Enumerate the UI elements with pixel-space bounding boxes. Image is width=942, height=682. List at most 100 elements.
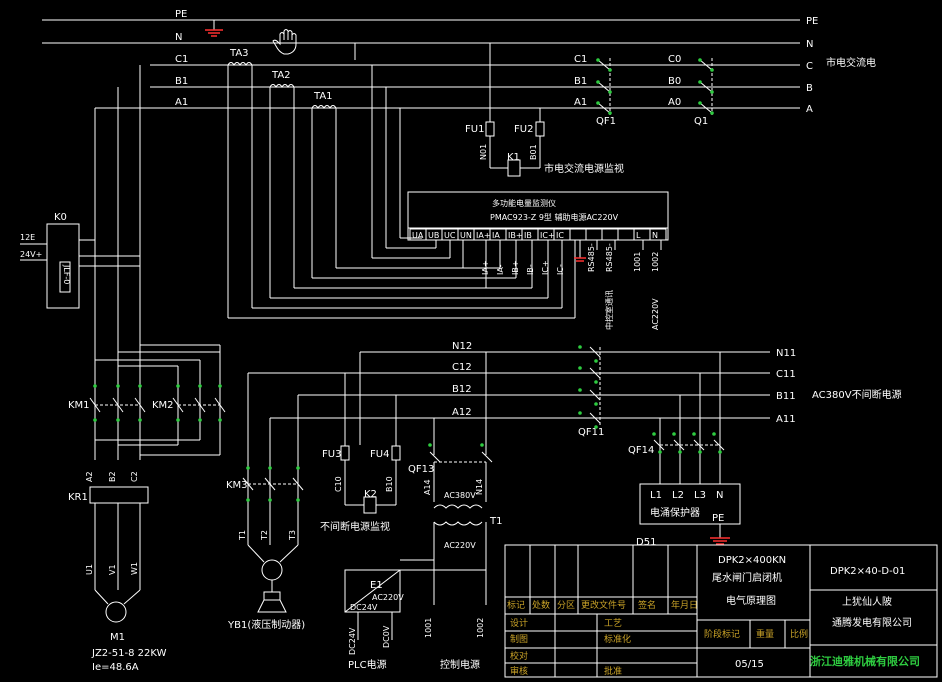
meter-terminal-label: IC <box>556 231 564 240</box>
relay-k2-name: K2 <box>364 489 377 500</box>
bus-label-n: N <box>175 32 182 43</box>
qf13-wire-2: N14 <box>475 479 484 495</box>
qf1-c1: C1 <box>574 54 587 65</box>
ups-qf11: QF11 <box>578 427 604 438</box>
ct-ta3: TA3 <box>229 48 249 59</box>
junction-node <box>480 443 484 447</box>
junction-node <box>658 450 662 454</box>
transformer-t1-wiring <box>344 352 493 640</box>
bus-end-pe: PE <box>806 16 818 27</box>
breaker-qf13: QF13 <box>408 464 434 475</box>
junction-node <box>578 366 582 370</box>
km-contactor-wiring <box>89 65 226 623</box>
tb-client-1: 上犹仙人陂 <box>842 595 892 608</box>
tb-client-2: 通腾发电有限公司 <box>832 616 912 629</box>
relay-k0-box <box>20 108 141 460</box>
psu-e1-dc: DC24V <box>350 603 378 612</box>
junction-node <box>198 418 202 422</box>
meter-n-wire: 1002 <box>651 252 660 272</box>
ups-a11: A11 <box>776 414 796 425</box>
ct-ta2: TA2 <box>271 70 291 81</box>
surge-pe: PE <box>712 513 724 524</box>
meter-terminal-label: L <box>636 231 641 240</box>
junction-node <box>296 466 300 470</box>
bus-end-c: C <box>806 61 813 72</box>
k0-in-24v: 24V+ <box>20 250 42 259</box>
ups-c12: C12 <box>452 362 472 373</box>
meter-current-label: IC+ <box>541 260 550 275</box>
junction-node <box>93 384 97 388</box>
meter-current-label: IC- <box>556 264 565 275</box>
meter-current-label: IB+ <box>511 260 520 275</box>
tb-design: 设计 <box>510 617 528 629</box>
title-block-header-row: 标记处数分区更改文件号签名年月日 <box>507 599 698 611</box>
ups-n12: N12 <box>452 341 472 352</box>
ups-a12: A12 <box>452 407 472 418</box>
junction-node <box>698 80 702 84</box>
hand-cursor-icon <box>272 29 297 55</box>
junction-node <box>93 418 97 422</box>
tb-title-3: 电气原理图 <box>726 594 776 607</box>
bus-label-pe: PE <box>175 9 187 20</box>
relay-k1-name: K1 <box>507 152 520 163</box>
tb-craft: 工艺 <box>604 618 622 629</box>
meter-current-label: IA- <box>496 264 505 275</box>
motor-wire-u1: U1 <box>85 564 94 575</box>
junction-node <box>116 418 120 422</box>
tb-header-cell: 标记 <box>507 599 525 611</box>
tb-header-cell: 年月日 <box>671 599 698 611</box>
relay-k2-label: 不间断电源监视 <box>320 520 390 533</box>
junction-node <box>698 58 702 62</box>
junction-node <box>712 432 716 436</box>
bus-label-b1: B1 <box>175 76 188 87</box>
motor-wire-w1: W1 <box>130 562 139 575</box>
main-bus-lines <box>42 19 800 109</box>
ups-b12: B12 <box>452 384 472 395</box>
tb-header-cell: 分区 <box>557 600 575 611</box>
ctrl-power-label: 控制电源 <box>440 658 480 671</box>
surge-l2: L2 <box>672 490 684 501</box>
fuse-k1-monitor <box>485 43 545 177</box>
junction-node <box>718 450 722 454</box>
motor-m1-model: JZ2-51-8 22KW <box>91 648 167 659</box>
qf1-a1: A1 <box>574 97 587 108</box>
fuse-fu3: FU3 <box>322 449 341 460</box>
psu-e1-ac: AC220V <box>372 593 404 602</box>
motor-m1-name: M1 <box>110 632 125 643</box>
qf1-breaker <box>597 58 611 115</box>
motor-wire-v1: V1 <box>108 564 117 575</box>
meter-current-labels: IA+IA-IB+IB-IC+IC- <box>481 260 565 275</box>
k1-wire-1: N01 <box>479 144 488 160</box>
junction-node <box>608 90 612 94</box>
surge-name: 电涌保护器 <box>650 506 700 519</box>
q1-a0: A0 <box>668 97 681 108</box>
junction-node <box>596 80 600 84</box>
junction-node <box>218 384 222 388</box>
motor-m1-current: Ie=48.6A <box>92 662 139 673</box>
meter-comm-label: 中控室通讯 <box>604 290 614 330</box>
motor-wire-a2: A2 <box>85 471 94 482</box>
q1-name: Q1 <box>694 116 708 127</box>
psu-out-2: DC0V <box>382 625 391 648</box>
tb-header-cell: 处数 <box>532 599 550 611</box>
junction-node <box>608 111 612 115</box>
overload-kr1: KR1 <box>68 492 88 503</box>
tb-drawn: 制图 <box>510 633 528 645</box>
t1-primary: AC380V <box>444 491 476 500</box>
junction-node <box>198 384 202 388</box>
bus-end-b: B <box>806 83 813 94</box>
tb-check: 校对 <box>510 650 528 662</box>
junction-node <box>652 432 656 436</box>
junction-node <box>268 466 272 470</box>
pe-ground-icon <box>205 29 223 37</box>
meter-current-label: IA+ <box>481 260 490 275</box>
tb-review: 审核 <box>510 665 528 677</box>
motor-wire-b2: B2 <box>108 471 117 482</box>
surge-l1: L1 <box>650 490 662 501</box>
junction-node <box>698 101 702 105</box>
k2-wire-2: B10 <box>385 476 394 492</box>
junction-node <box>116 384 120 388</box>
surge-bottom-label: D51 <box>636 537 656 548</box>
junction-nodes <box>93 58 722 502</box>
